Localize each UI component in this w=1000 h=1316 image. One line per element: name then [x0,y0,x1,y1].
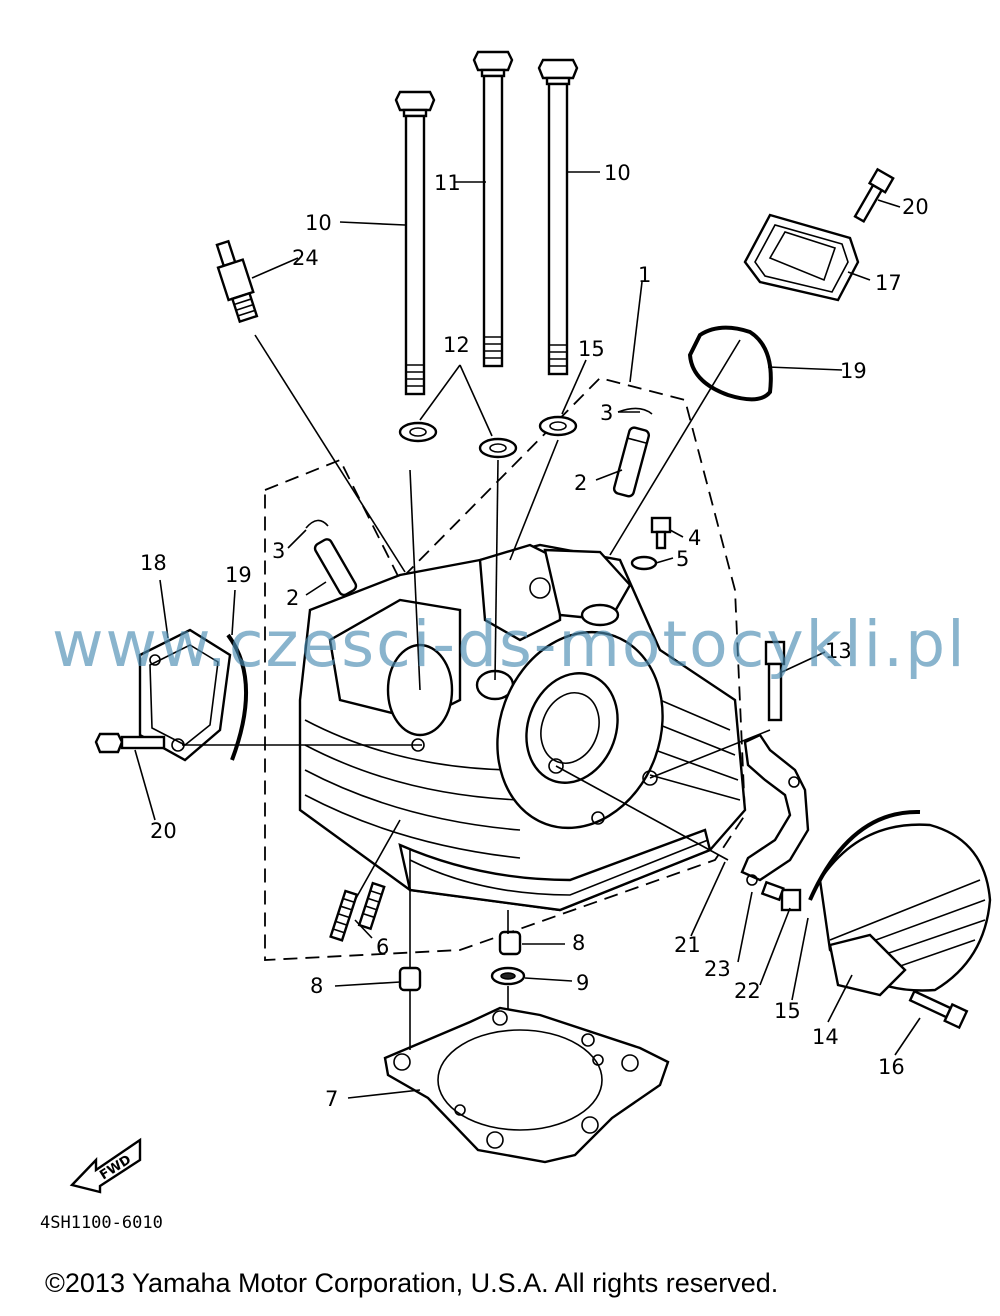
bolt-22 [760,880,802,912]
callout-19-left: 19 [225,563,252,587]
dowel-8-right [498,930,522,956]
spark-plug [215,239,259,324]
callout-14: 14 [812,1025,839,1049]
callout-6: 6 [376,935,389,959]
washer-12-left [398,421,438,443]
callout-12: 12 [443,333,470,357]
callout-3-left: 3 [272,539,285,563]
callout-4: 4 [688,526,701,550]
gasket-19-right [687,325,773,402]
callout-1: 1 [638,263,651,287]
callout-5: 5 [676,547,689,571]
callout-19-right: 19 [840,359,867,383]
callout-labels: 10 11 10 24 1 12 15 19 17 20 3 2 4 5 3 2… [140,161,929,1111]
callout-20-left: 20 [150,819,177,843]
callout-10-right: 10 [604,161,631,185]
callout-20-top: 20 [902,195,929,219]
gasket-15-right [808,809,921,901]
callout-15-right: 15 [774,999,801,1023]
bolt-20-left [94,732,166,754]
head-bolt-10-right [537,58,579,376]
callout-17: 17 [875,271,902,295]
callout-24: 24 [292,246,319,270]
valve-guide-left [313,538,358,597]
cylinder-head [298,543,747,912]
bolt-16 [908,989,969,1030]
leader-lines [134,171,921,1099]
assembly-boundary [264,376,746,961]
callout-18: 18 [140,551,167,575]
bolt-13 [764,640,786,722]
callout-15-top: 15 [578,337,605,361]
watermark-url: www.czesci-ds-motocykli.pl [52,608,967,681]
valve-guide-right [612,426,651,498]
screw-4 [650,516,672,550]
circlip-right [617,407,653,415]
studs-6 [329,881,386,942]
callout-11: 11 [434,171,461,195]
head-bolt-10-left [394,90,436,396]
callout-9: 9 [576,971,589,995]
callout-8-right: 8 [572,931,585,955]
callout-2-left: 2 [286,586,299,610]
callout-2-right: 2 [574,471,587,495]
bolt-20-top [853,167,895,224]
diagram-code: 4SH1100-6010 [40,1213,163,1233]
head-gasket-7 [383,1006,670,1164]
bracket-23 [740,733,810,886]
callout-22: 22 [734,979,761,1003]
callout-10-left: 10 [305,211,332,235]
circlip-left [305,519,329,529]
head-bolt-11 [472,50,514,368]
washer-12-right [478,437,518,459]
side-cover-18 [138,628,232,762]
callout-8-left: 8 [310,974,323,998]
callout-3-right: 3 [600,401,613,425]
washer-15-top [538,415,578,437]
fwd-arrow: FWD [69,1137,142,1194]
washer-5 [630,555,658,571]
callout-16: 16 [878,1055,905,1079]
right-cover-14 [818,823,992,997]
callout-7: 7 [325,1087,338,1111]
gasket-19-left [226,633,248,761]
dowel-8-left [398,966,422,992]
cover-17 [743,213,860,302]
copyright-notice: ©2013 Yamaha Motor Corporation, U.S.A. A… [45,1268,779,1298]
callout-21: 21 [674,933,701,957]
callout-13: 13 [825,639,852,663]
callout-23: 23 [704,957,731,981]
